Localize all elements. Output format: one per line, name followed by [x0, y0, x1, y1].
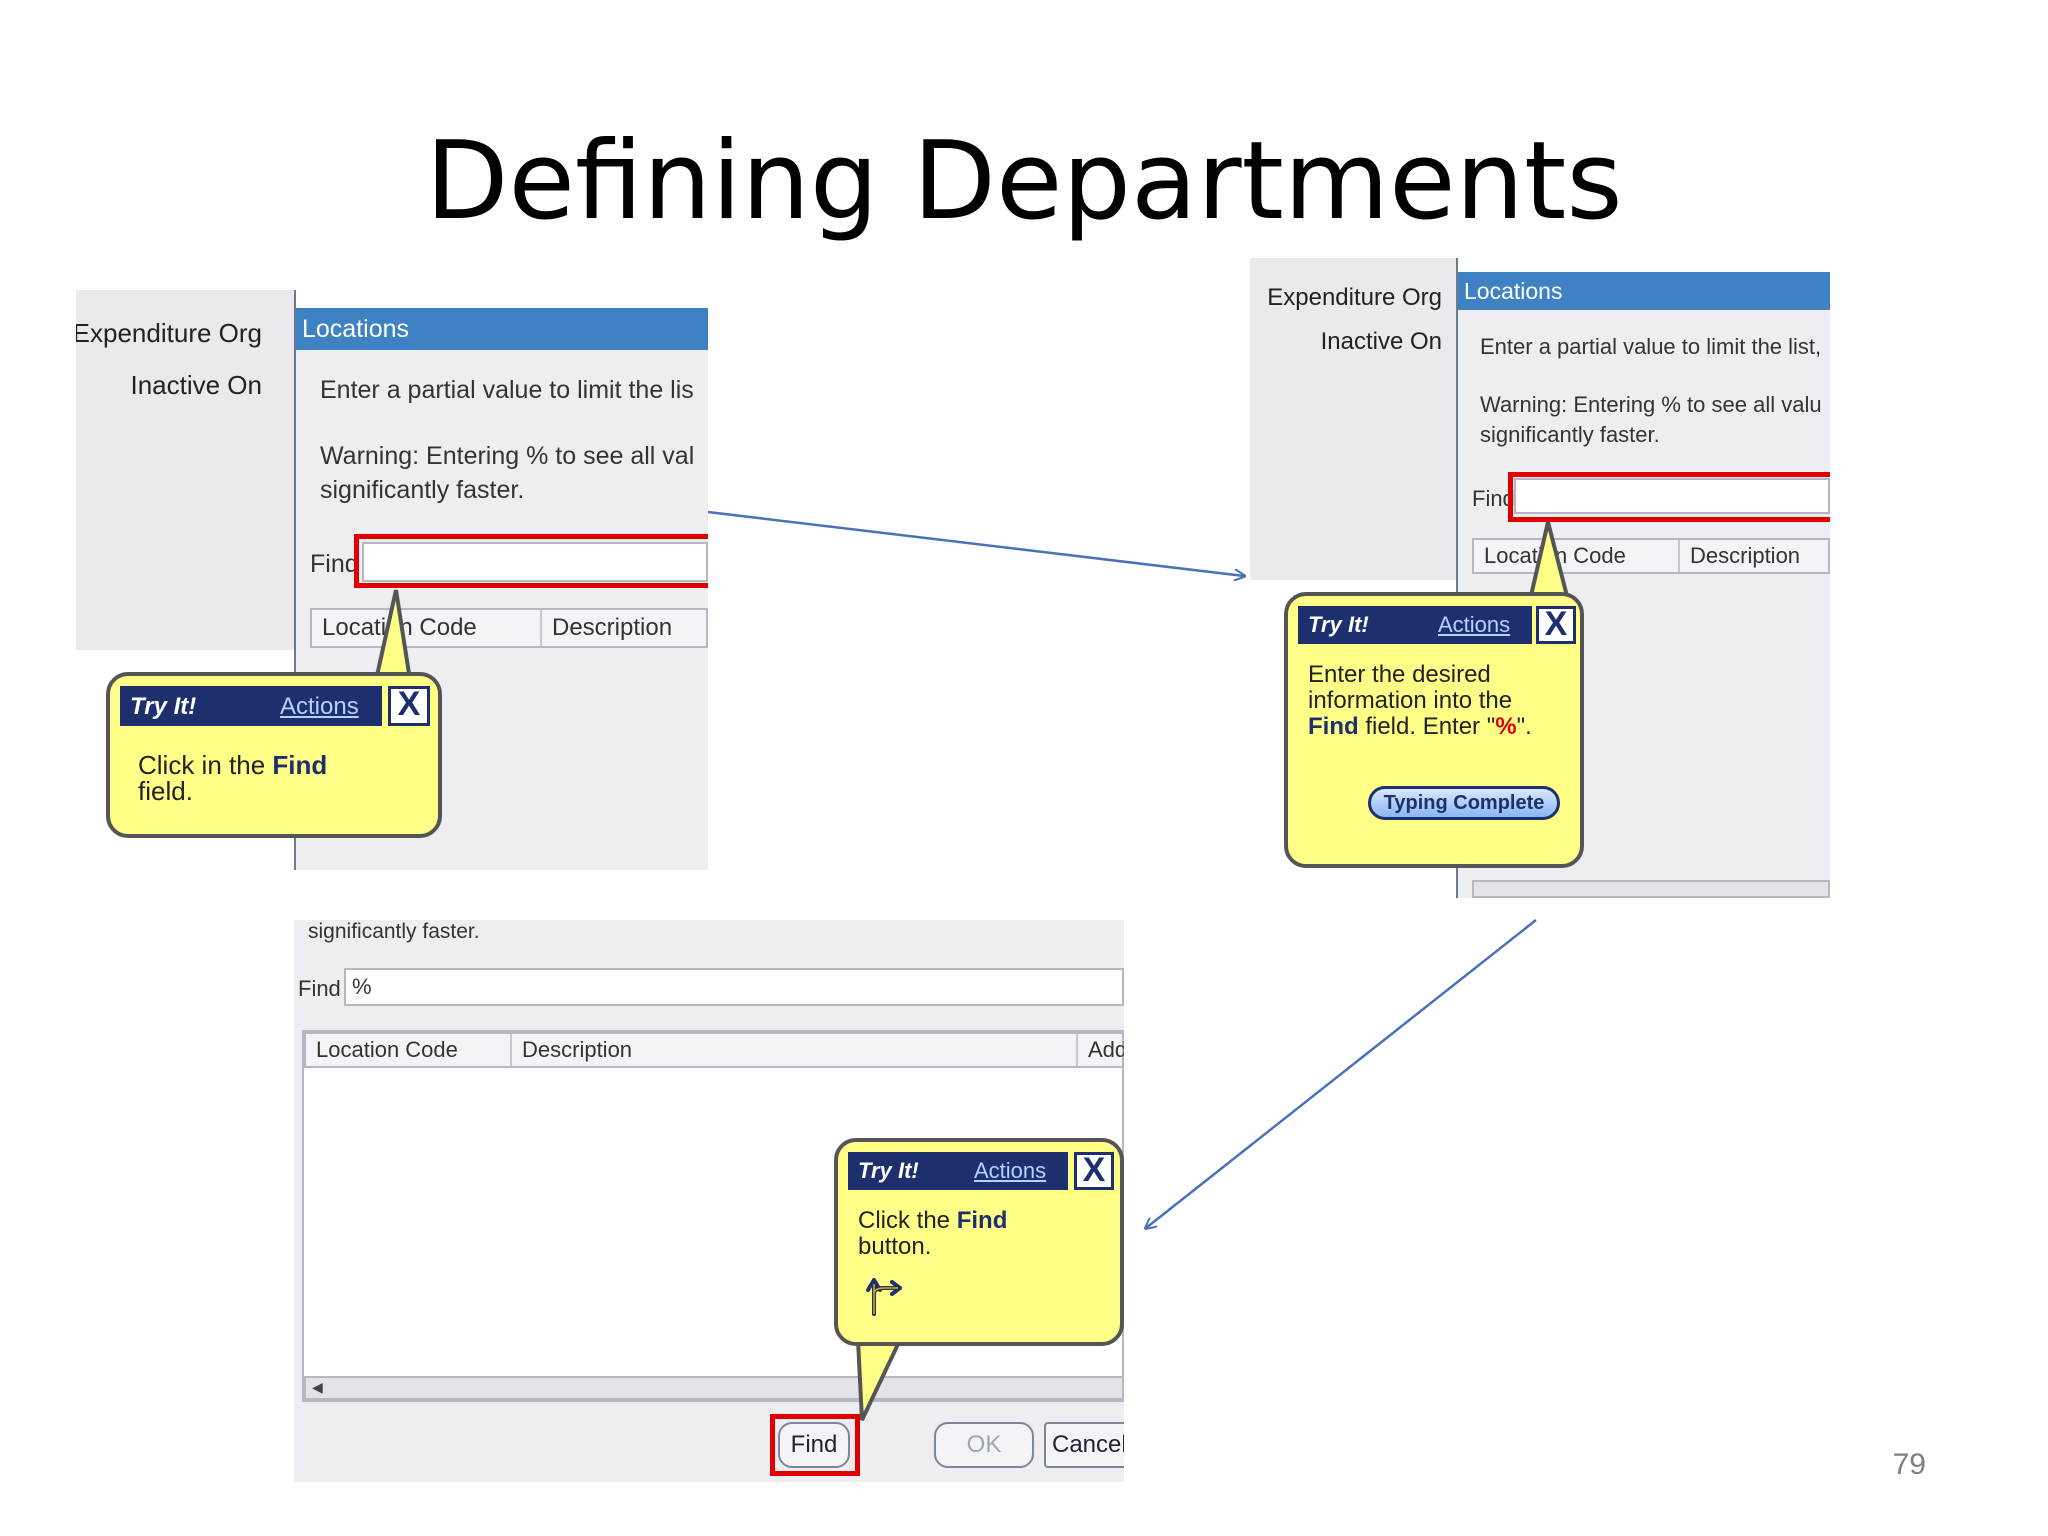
- column-location-code[interactable]: Location Code: [312, 610, 542, 646]
- find-input[interactable]: %: [344, 968, 1124, 1006]
- bubble-text-suffix: field.: [138, 776, 193, 806]
- instruction-text: Enter a partial value to limit the list,: [1480, 334, 1822, 359]
- bubble-text-line1: Enter the desired: [1308, 661, 1491, 688]
- find-label: Find: [310, 550, 359, 578]
- find-button-highlight: [770, 1414, 860, 1476]
- actions-link[interactable]: Actions: [974, 1158, 1047, 1183]
- horizontal-scrollbar[interactable]: ◀: [304, 1376, 1124, 1400]
- find-input[interactable]: [362, 542, 708, 582]
- bubble-text-bold: Find: [1308, 713, 1359, 740]
- bubble-text-prefix: Click in the: [138, 750, 273, 780]
- column-location-code[interactable]: Location Code: [1474, 540, 1680, 572]
- ok-button[interactable]: OK: [934, 1422, 1034, 1468]
- divider: [1456, 258, 1458, 898]
- page-number: 79: [1892, 1448, 1926, 1481]
- find-label: Find: [1472, 486, 1515, 511]
- slide-title: Defining Departments: [425, 119, 1623, 244]
- actions-link[interactable]: Actions: [280, 693, 359, 720]
- inactive-on-label: Inactive On: [130, 370, 262, 400]
- locations-dialog-title: Locations: [1458, 272, 1830, 310]
- warning-text-line2: significantly faster.: [1480, 422, 1660, 447]
- results-header: Location Code Description Add: [304, 1032, 1124, 1068]
- bubble-header: Try It! Actions: [848, 1152, 1068, 1190]
- turn-arrow-icon: [866, 1278, 902, 1316]
- instruction-text: Enter a partial value to limit the lis: [320, 376, 694, 404]
- bubble-text-end: ".: [1516, 713, 1532, 740]
- arrow-step2-to-step3: [1146, 919, 1537, 1228]
- tryit-label: Try It!: [1308, 612, 1369, 637]
- bubble-text-percent: %: [1495, 713, 1517, 740]
- bubble-text-suffix: button.: [858, 1233, 932, 1260]
- column-location-code[interactable]: Location Code: [306, 1034, 512, 1066]
- column-description[interactable]: Description: [1680, 540, 1830, 572]
- tryit-label: Try It!: [858, 1158, 919, 1183]
- form-background: [1250, 258, 1456, 580]
- find-input[interactable]: [1514, 478, 1830, 514]
- actions-link[interactable]: Actions: [1438, 612, 1511, 637]
- bubble-text-bold: Find: [956, 1207, 1008, 1234]
- bubble-instruction: Enter the desired information into the F…: [1308, 662, 1578, 740]
- bubble-instruction: Click the Find button.: [858, 1208, 1108, 1260]
- bubble-text-mid: field. Enter ": [1358, 713, 1496, 740]
- tryit-bubble-step-2: Try It! Actions X Enter the desired info…: [1284, 592, 1584, 868]
- find-input-value: %: [352, 974, 372, 999]
- column-description[interactable]: Description: [542, 610, 708, 646]
- warning-text-line1: Warning: Entering % to see all valu: [1480, 392, 1822, 417]
- bubble-text-bold: Find: [272, 750, 328, 780]
- expenditure-org-label: Expenditure Org: [76, 318, 262, 348]
- column-add[interactable]: Add: [1088, 1037, 1124, 1062]
- close-button[interactable]: X: [1074, 1152, 1114, 1190]
- find-field-highlight: [1508, 472, 1830, 522]
- bubble-header: Try It! Actions: [120, 686, 382, 726]
- typing-complete-button[interactable]: Typing Complete: [1368, 786, 1560, 820]
- expenditure-org-label: Expenditure Org: [1267, 284, 1442, 311]
- divider: [294, 290, 296, 870]
- horizontal-scrollbar[interactable]: [1472, 880, 1830, 898]
- tryit-bubble-step-3: Try It! Actions X Click the Find button.: [834, 1138, 1124, 1346]
- cancel-button[interactable]: Cancel: [1044, 1422, 1124, 1468]
- warning-text-line1: Warning: Entering % to see all val: [320, 442, 695, 470]
- tryit-bubble-step-1: Try It! Actions X Click in the Find fiel…: [106, 672, 442, 838]
- close-button[interactable]: X: [388, 686, 430, 726]
- form-background: [76, 290, 294, 650]
- close-button[interactable]: X: [1536, 606, 1576, 644]
- arrow-step1-to-step2: [707, 510, 1244, 576]
- bubble-instruction: Click in the Find field.: [138, 752, 428, 804]
- warning-text-fragment: significantly faster.: [308, 920, 480, 943]
- scroll-left-arrow-icon[interactable]: ◀: [312, 1379, 323, 1395]
- find-field-highlight: [354, 534, 708, 588]
- find-button[interactable]: Find: [778, 1422, 850, 1468]
- find-label: Find: [298, 976, 341, 1001]
- results-header: Location Code Description: [1472, 538, 1830, 574]
- results-header: Location Code Description: [310, 608, 708, 648]
- warning-text-line2: significantly faster.: [320, 476, 525, 504]
- inactive-on-label: Inactive On: [1320, 328, 1442, 355]
- locations-dialog-title: Locations: [296, 308, 708, 350]
- bubble-header: Try It! Actions: [1298, 606, 1532, 644]
- tryit-label: Try It!: [130, 693, 197, 720]
- column-description[interactable]: Description: [512, 1034, 1078, 1066]
- bubble-text-line2: information into the: [1308, 687, 1513, 714]
- bubble-text-prefix: Click the: [858, 1207, 957, 1234]
